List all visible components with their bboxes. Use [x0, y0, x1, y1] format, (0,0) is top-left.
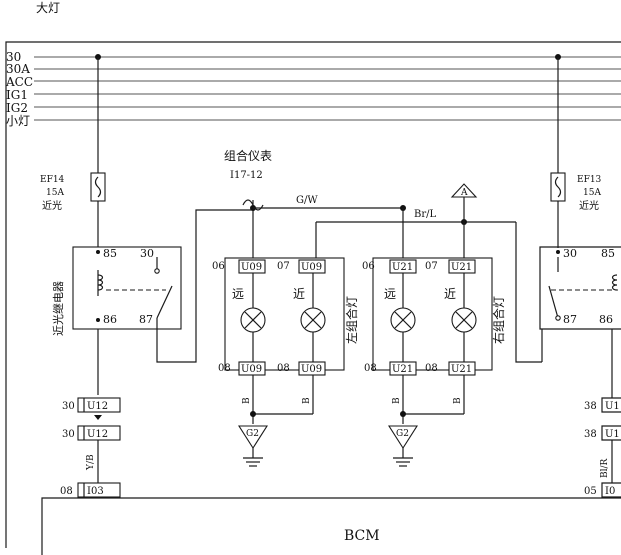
pin-07: 07 — [425, 261, 438, 272]
bus-label: 30A — [6, 62, 30, 76]
bcm-label: BCM — [344, 528, 380, 544]
connector-id: U12 — [87, 401, 108, 412]
relay-pin: 85 — [103, 247, 117, 260]
fuse-ef13-desc: 近光 — [579, 199, 599, 212]
conn-u21: U21 — [451, 262, 472, 273]
bus-label: IG2 — [6, 101, 28, 115]
wire-color-b: B — [302, 397, 312, 404]
relay-right: 30 85 87 86 — [539, 246, 621, 362]
pin-08: 08 — [218, 363, 231, 374]
brl-supply: A Br/L — [315, 183, 542, 363]
cluster-label: 组合仪表 — [224, 148, 272, 163]
right-combination-lamp: 06 U21 07 U21 远 近 右组合灯 08 U21 08 U21 B B… — [362, 257, 506, 467]
right-supply: EF13 15A 近光 — [550, 57, 602, 248]
pin-08: 08 — [277, 363, 290, 374]
cluster-signal: 组合仪表 I17-12 G/W — [224, 148, 406, 258]
connector-pin: 38 — [584, 401, 597, 412]
near-label: 近 — [293, 287, 305, 301]
page-title: 大灯 — [36, 1, 60, 15]
right-bcm-connectors: 38 U1 38 U1 Bl/R 05 I0 — [584, 329, 621, 498]
wire-color-b: B — [392, 397, 402, 404]
pin-07: 07 — [277, 261, 290, 272]
relay-left: 85 30 86 87 近光继电器 — [51, 209, 253, 363]
power-bus: 30 30A ACC IG1 IG2 小灯 — [5, 50, 621, 128]
cluster-connector: I17-12 — [230, 170, 263, 181]
conn-u09: U09 — [241, 262, 262, 273]
pin-06: 06 — [362, 261, 375, 272]
left-supply: EF14 15A 近光 — [40, 57, 106, 395]
pin-08: 08 — [364, 363, 377, 374]
connector-pin: 08 — [60, 486, 73, 497]
wire-color-brl: Br/L — [414, 209, 436, 220]
bus-label: ACC — [5, 75, 33, 89]
wire-color-gw: G/W — [296, 195, 318, 206]
connector-id: I0 — [605, 486, 615, 497]
bus-label: 小灯 — [6, 114, 30, 128]
connector-pin: 30 — [62, 429, 75, 440]
fuse-ef13-name: EF13 — [577, 175, 602, 185]
shared-ground-label: A — [460, 188, 468, 198]
relay-pin: 30 — [563, 247, 577, 260]
conn-u21: U21 — [392, 364, 413, 375]
relay-pin: 87 — [563, 313, 577, 326]
connector-id: U1 — [605, 429, 620, 440]
conn-u21: U21 — [392, 262, 413, 273]
diagram-frame — [5, 41, 621, 548]
fuse-ef14-desc: 近光 — [42, 199, 62, 212]
wire-color-yb: Y/B — [86, 454, 96, 471]
pin-06: 06 — [212, 261, 225, 272]
wire-color-blr: Bl/R — [600, 458, 610, 478]
far-label: 远 — [384, 287, 396, 301]
connector-id: I03 — [87, 486, 104, 497]
pin-08: 08 — [425, 363, 438, 374]
relay-pin: 85 — [601, 247, 615, 260]
ground-g1: G2 — [246, 429, 259, 439]
left-bcm-connectors: 30 U12 30 U12 Y/B 08 I03 — [60, 397, 121, 498]
left-combination-lamp: 06 U09 07 U09 远 近 左组合灯 08 U09 08 U09 B B… — [212, 257, 359, 467]
connector-pin: 05 — [584, 486, 597, 497]
bus-label: IG1 — [6, 88, 28, 102]
fuse-ef14-rating: 15A — [46, 188, 64, 198]
wire-color-b: B — [242, 397, 252, 404]
fuse-ef13-rating: 15A — [583, 188, 601, 198]
relay-pin: 86 — [103, 313, 117, 326]
connector-id: U1 — [605, 401, 620, 412]
left-lamp-label: 左组合灯 — [344, 296, 359, 344]
bus-label: 30 — [6, 50, 21, 64]
relay-pin: 86 — [599, 313, 613, 326]
connector-pin: 38 — [584, 429, 597, 440]
conn-u09: U09 — [301, 364, 322, 375]
right-lamp-label: 右组合灯 — [491, 296, 506, 344]
relay-pin: 87 — [139, 313, 153, 326]
near-label: 近 — [444, 287, 456, 301]
conn-u21: U21 — [451, 364, 472, 375]
wire-color-b: B — [453, 397, 463, 404]
connector-pin: 30 — [62, 401, 75, 412]
ground-g2: G2 — [396, 429, 409, 439]
connector-id: U12 — [87, 429, 108, 440]
relay-left-label: 近光继电器 — [51, 281, 65, 336]
fuse-ef14-name: EF14 — [40, 175, 65, 185]
relay-pin: 30 — [140, 247, 154, 260]
conn-u09: U09 — [241, 364, 262, 375]
conn-u09: U09 — [301, 262, 322, 273]
bcm-module: BCM — [41, 497, 621, 555]
far-label: 远 — [232, 287, 244, 301]
